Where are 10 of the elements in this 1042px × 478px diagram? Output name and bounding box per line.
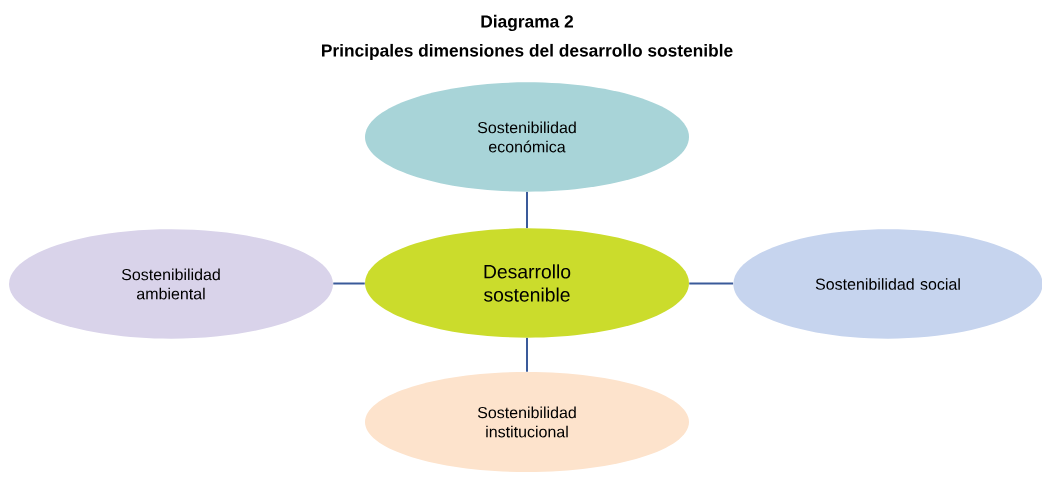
connector-line [688,282,735,285]
ellipse-node: Sostenibilidad institucional [365,372,689,472]
connector-line [526,336,528,373]
ellipse-node: Sostenibilidad ambiental [9,229,333,339]
ellipse-node: Sostenibilidad económica [365,82,689,192]
ellipse-node: Desarrollo sostenible [365,228,689,338]
connector-line [332,282,366,285]
heading-label: Diagrama 2 [481,14,573,32]
connector-line [526,190,528,230]
title: Principales dimensiones del desarrollo sostenible [322,43,733,61]
